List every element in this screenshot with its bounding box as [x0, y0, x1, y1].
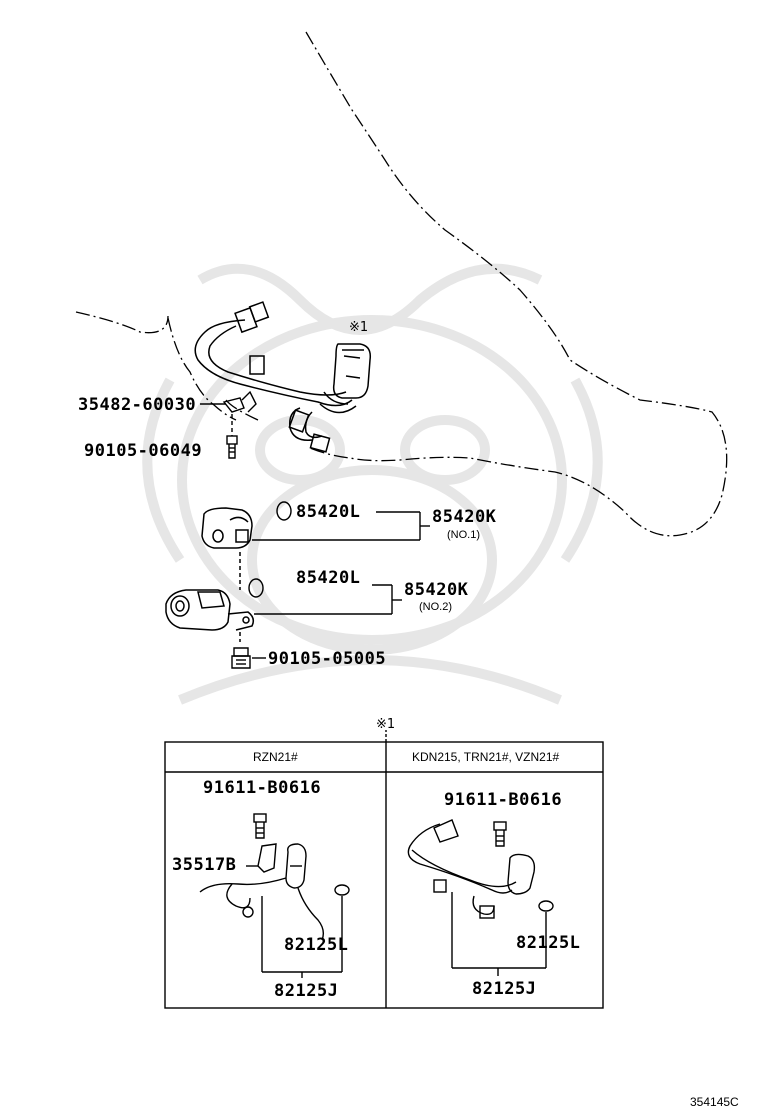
left-variant-drawing — [199, 813, 350, 978]
sensor-no2 — [165, 589, 255, 642]
part-label-left-91611-B0616[interactable]: 91611-B0616 — [203, 778, 322, 798]
part-label-85420L-2[interactable]: 85420L — [296, 568, 361, 588]
part-label-left-82125J[interactable]: 82125J — [274, 981, 339, 1001]
illustration-number: 354145C — [690, 1095, 739, 1109]
part-label-85420L-1[interactable]: 85420L — [296, 502, 361, 522]
speed-sensor-harness — [194, 301, 372, 453]
table-header-right: KDN215, TRN21#, VZN21# — [412, 750, 560, 764]
part-label-35482-60030[interactable]: 35482-60030 — [78, 395, 197, 415]
part-label-90105-05005[interactable]: 90105-05005 — [268, 649, 387, 669]
variant-table — [164, 730, 604, 1009]
part-label-right-91611-B0616[interactable]: 91611-B0616 — [444, 790, 563, 810]
part-label-right-82125L[interactable]: 82125L — [516, 933, 581, 953]
sensor-no2-label: (NO.2) — [419, 601, 452, 613]
reference-mark-table: ※1 — [376, 717, 396, 732]
bolt-90105-05005 — [231, 647, 266, 669]
ref-lines-no2 — [248, 578, 402, 615]
ref-lines-no1 — [276, 501, 430, 540]
bolt-90105-06049 — [226, 414, 238, 459]
bracket-35482 — [200, 390, 257, 413]
part-label-left-82125L[interactable]: 82125L — [284, 935, 349, 955]
part-label-90105-06049[interactable]: 90105-06049 — [84, 441, 203, 461]
watermark-emblem — [142, 263, 603, 705]
sensor-no1 — [201, 507, 420, 590]
table-header-left: RZN21# — [253, 750, 298, 764]
reference-mark-top: ※1 — [349, 320, 369, 335]
part-label-85420K-2[interactable]: 85420K — [404, 580, 469, 600]
sensor-no1-label: (NO.1) — [447, 529, 480, 541]
part-label-85420K-1[interactable]: 85420K — [432, 507, 497, 527]
part-label-right-82125J[interactable]: 82125J — [472, 979, 537, 999]
part-label-35517B[interactable]: 35517B — [172, 855, 237, 875]
right-variant-drawing — [407, 819, 554, 976]
